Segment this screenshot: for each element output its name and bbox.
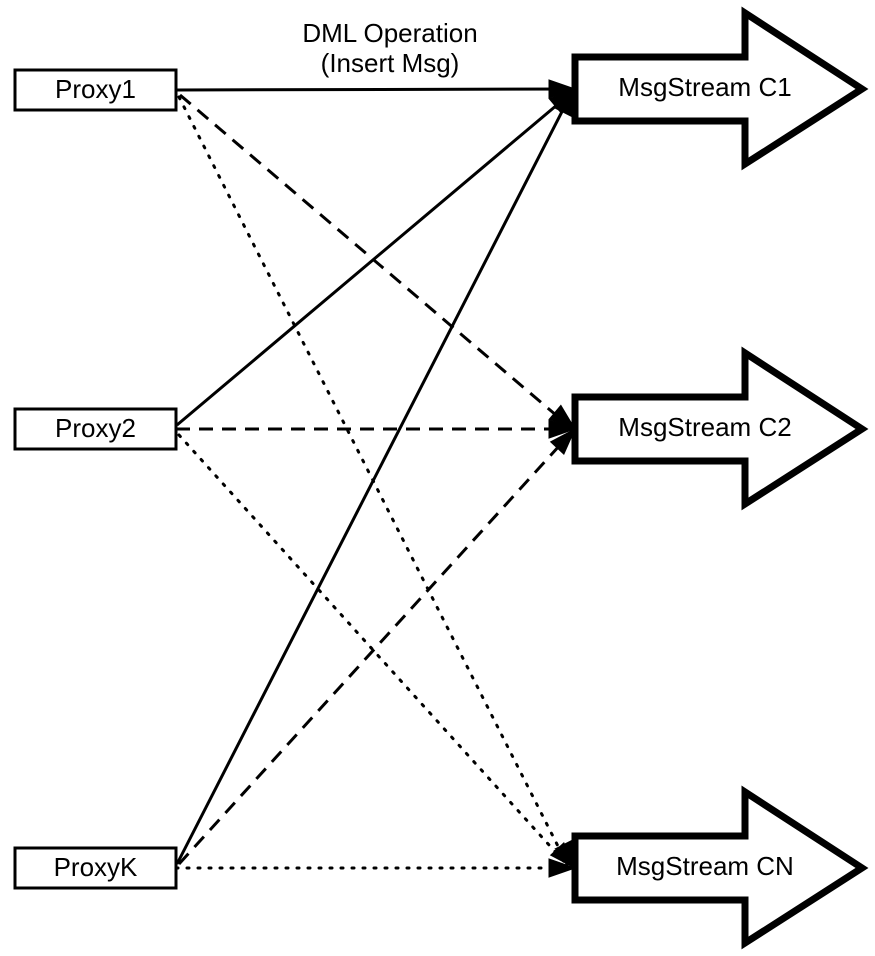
stream-msgstream-c1: MsgStream C1 bbox=[571, 6, 869, 171]
annotation-dml-operation: DML Operation(Insert Msg) bbox=[302, 18, 477, 78]
msgstream-cn-shape bbox=[571, 785, 869, 950]
edge-proxyk-to-c1 bbox=[175, 95, 572, 865]
arrowhead-cn-from-proxy2 bbox=[549, 842, 577, 870]
proxyk-label: ProxyK bbox=[54, 852, 138, 882]
streams-layer: MsgStream C1 MsgStream C2 MsgStream CN bbox=[571, 6, 869, 950]
edge-proxyk-to-c2 bbox=[177, 432, 572, 866]
proxy1-box[interactable] bbox=[13, 68, 178, 112]
proxy-node-proxy1[interactable]: Proxy1 bbox=[13, 68, 178, 112]
edge-proxy1-to-c1 bbox=[175, 87, 573, 92]
annotations-layer: DML Operation(Insert Msg) bbox=[302, 18, 477, 78]
msgstream-cn-label: MsgStream CN bbox=[616, 851, 794, 881]
edge-proxy2-to-c1 bbox=[176, 92, 571, 427]
proxy-node-proxyk[interactable]: ProxyK bbox=[13, 846, 178, 890]
proxyk-box[interactable] bbox=[13, 846, 178, 890]
arrowhead-cn-horizontal bbox=[548, 858, 577, 878]
proxy1-label: Proxy1 bbox=[55, 74, 136, 104]
arrowhead-c2-horizontal bbox=[548, 419, 577, 439]
msgstream-c1-label: MsgStream C1 bbox=[618, 72, 791, 102]
dml-operation-line2: (Insert Msg) bbox=[321, 48, 460, 78]
proxy2-box[interactable] bbox=[13, 407, 178, 451]
edge-proxy1-to-c2 bbox=[179, 93, 571, 429]
stream-msgstream-c2: MsgStream C2 bbox=[571, 346, 869, 511]
dml-operation-line1: DML Operation bbox=[302, 18, 477, 48]
stream-msgstream-cn: MsgStream CN bbox=[571, 785, 869, 950]
proxy-node-proxy2[interactable]: Proxy2 bbox=[13, 407, 178, 451]
msgstream-c1-shape bbox=[571, 6, 869, 171]
msgstream-c2-label: MsgStream C2 bbox=[618, 412, 791, 442]
edges-layer bbox=[174, 87, 574, 870]
proxy2-label: Proxy2 bbox=[55, 413, 136, 443]
msgstream-c2-shape bbox=[571, 346, 869, 511]
arrowheads-layer bbox=[548, 79, 577, 878]
arrowhead-c2-from-proxyk bbox=[549, 427, 577, 455]
edge-proxy2-to-cn bbox=[177, 433, 570, 868]
